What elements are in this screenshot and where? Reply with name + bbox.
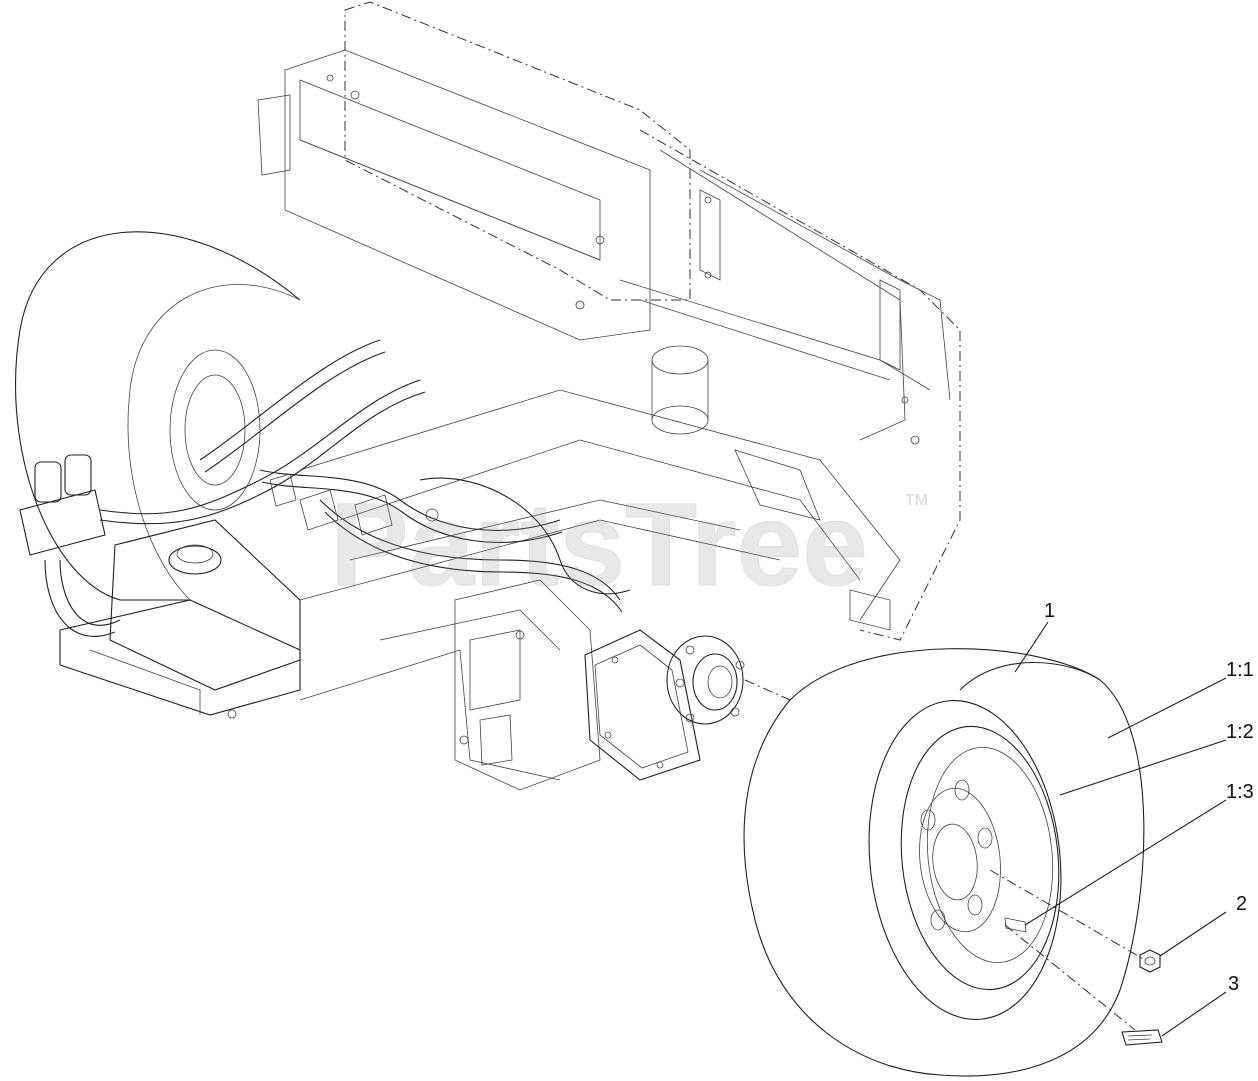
callout-1-3: 1:3	[1226, 781, 1254, 803]
callout-3: 3	[1228, 973, 1239, 995]
lug-nut	[1139, 949, 1161, 973]
left-rear-wheel	[15, 231, 301, 601]
decal-label	[1121, 1029, 1163, 1046]
watermark-tm: TM	[905, 492, 928, 509]
chassis-frame	[257, 1, 961, 791]
callout-labels: 1 1:1 1:2 1:3 2 3	[1044, 600, 1254, 995]
right-wheel-assembly	[743, 648, 1163, 1077]
callout-1-1: 1:1	[1226, 659, 1254, 681]
leader-lines	[1014, 621, 1227, 1037]
fuel-tank	[59, 519, 301, 719]
callout-1: 1	[1044, 600, 1055, 622]
partstree-watermark: PartsTree TM	[330, 479, 929, 612]
hydraulic-motor-hub	[584, 629, 791, 781]
hydraulic-assembly	[19, 339, 631, 637]
callout-1-2: 1:2	[1226, 721, 1254, 743]
callout-2: 2	[1236, 893, 1247, 915]
watermark-text: PartsTree	[330, 479, 868, 611]
